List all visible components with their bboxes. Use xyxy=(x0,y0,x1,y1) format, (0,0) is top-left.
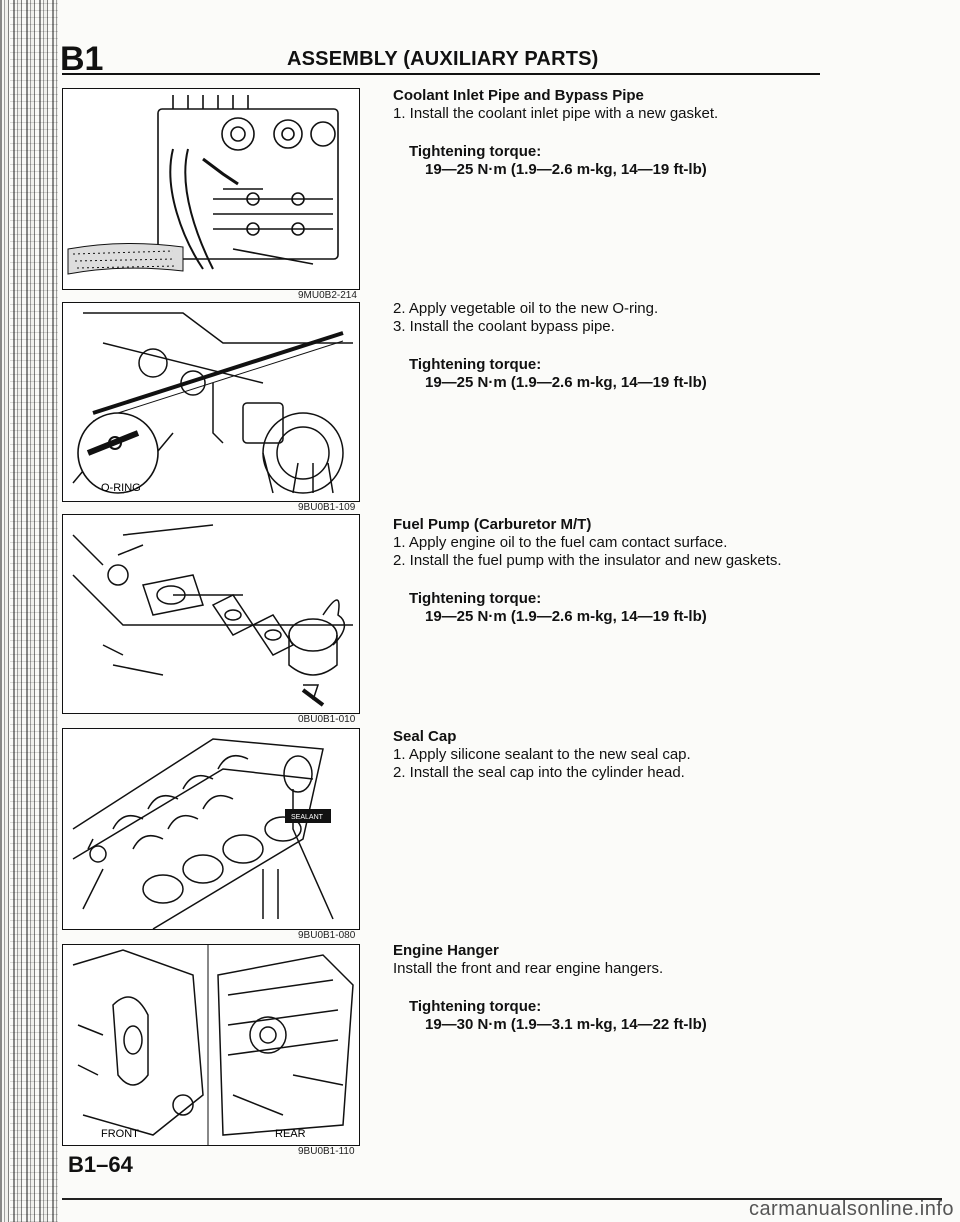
figure-code: 9BU0B1-109 xyxy=(298,502,356,513)
torque-value: 19—25 N·m (1.9—2.6 m-kg, 14—19 ft-lb) xyxy=(425,608,707,625)
footer-rule xyxy=(62,1198,942,1200)
scanned-binding-edge xyxy=(0,0,58,1222)
torque-spec: Tightening torque: 19—30 N·m (1.9—3.1 m-… xyxy=(393,998,707,1034)
torque-label: Tightening torque: xyxy=(409,356,542,373)
torque-value: 19—30 N·m (1.9—3.1 m-kg, 14—22 ft-lb) xyxy=(425,1016,707,1033)
binding-texture xyxy=(10,0,58,1222)
section-bypass-pipe: 2. Apply vegetable oil to the new O-ring… xyxy=(393,300,707,392)
section-heading: Seal Cap xyxy=(393,728,457,745)
o-ring-label: O-RING xyxy=(101,482,141,494)
section-engine-hanger: Engine Hanger Install the front and rear… xyxy=(393,942,707,1034)
figure-engine-hangers: FRONT REAR xyxy=(62,944,360,1146)
bypass-pipe-illustration: O-RING xyxy=(72,312,353,494)
torque-spec: Tightening torque: 19—25 N·m (1.9—2.6 m-… xyxy=(393,356,707,392)
torque-value: 19—25 N·m (1.9—2.6 m-kg, 14—19 ft-lb) xyxy=(425,161,707,178)
torque-value: 19—25 N·m (1.9—2.6 m-kg, 14—19 ft-lb) xyxy=(425,374,707,391)
rear-label: REAR xyxy=(275,1128,306,1140)
figure-code: 9MU0B2-214 xyxy=(298,290,357,301)
step: 2. Install the fuel pump with the insula… xyxy=(393,552,782,569)
front-label: FRONT xyxy=(101,1128,139,1140)
section-heading: Fuel Pump (Carburetor M/T) xyxy=(393,516,592,533)
torque-spec: Tightening torque: 19—25 N·m (1.9—2.6 m-… xyxy=(393,590,782,626)
engine-hangers-illustration: FRONT REAR xyxy=(72,945,354,1145)
figure-code: 9BU0B1-110 xyxy=(298,1146,355,1157)
section-coolant-inlet: Coolant Inlet Pipe and Bypass Pipe 1. In… xyxy=(393,87,718,179)
section-fuel-pump: Fuel Pump (Carburetor M/T) 1. Apply engi… xyxy=(393,516,782,626)
torque-spec: Tightening torque: 19—25 N·m (1.9—2.6 m-… xyxy=(393,143,718,179)
page-title: ASSEMBLY (AUXILIARY PARTS) xyxy=(287,48,599,70)
step: 1. Apply silicone sealant to the new sea… xyxy=(393,746,691,763)
fuel-pump-illustration xyxy=(72,524,353,707)
step: 2. Apply vegetable oil to the new O-ring… xyxy=(393,300,659,317)
section-code: B1 xyxy=(60,40,104,78)
figure-seal-cap: SEALANT xyxy=(62,728,360,930)
step: 3. Install the coolant bypass pipe. xyxy=(393,318,615,335)
section-seal-cap: Seal Cap 1. Apply silicone sealant to th… xyxy=(393,728,691,782)
figure-code: 0BU0B1-010 xyxy=(298,714,356,725)
watermark: carmanualsonline.info xyxy=(748,1198,954,1220)
step: 1. Apply engine oil to the fuel cam cont… xyxy=(393,534,728,551)
figure-code: 9BU0B1-080 xyxy=(298,930,356,941)
figure-fuel-pump xyxy=(62,514,360,714)
coolant-inlet-illustration xyxy=(67,95,339,275)
section-heading: Coolant Inlet Pipe and Bypass Pipe xyxy=(393,87,644,104)
torque-label: Tightening torque: xyxy=(409,998,542,1015)
step: 2. Install the seal cap into the cylinde… xyxy=(393,764,685,781)
figure-coolant-inlet-pipe xyxy=(62,88,360,290)
torque-label: Tightening torque: xyxy=(409,590,542,607)
torque-label: Tightening torque: xyxy=(409,143,542,160)
sealant-label: SEALANT xyxy=(291,814,324,821)
figure-bypass-pipe: O-RING xyxy=(62,302,360,502)
section-heading: Engine Hanger xyxy=(393,942,499,959)
header-rule xyxy=(62,73,820,75)
page-number: B1–64 xyxy=(68,1152,133,1177)
seal-cap-illustration: SEALANT xyxy=(72,738,334,929)
step: 1. Install the coolant inlet pipe with a… xyxy=(393,105,719,122)
step: Install the front and rear engine hanger… xyxy=(393,960,664,977)
